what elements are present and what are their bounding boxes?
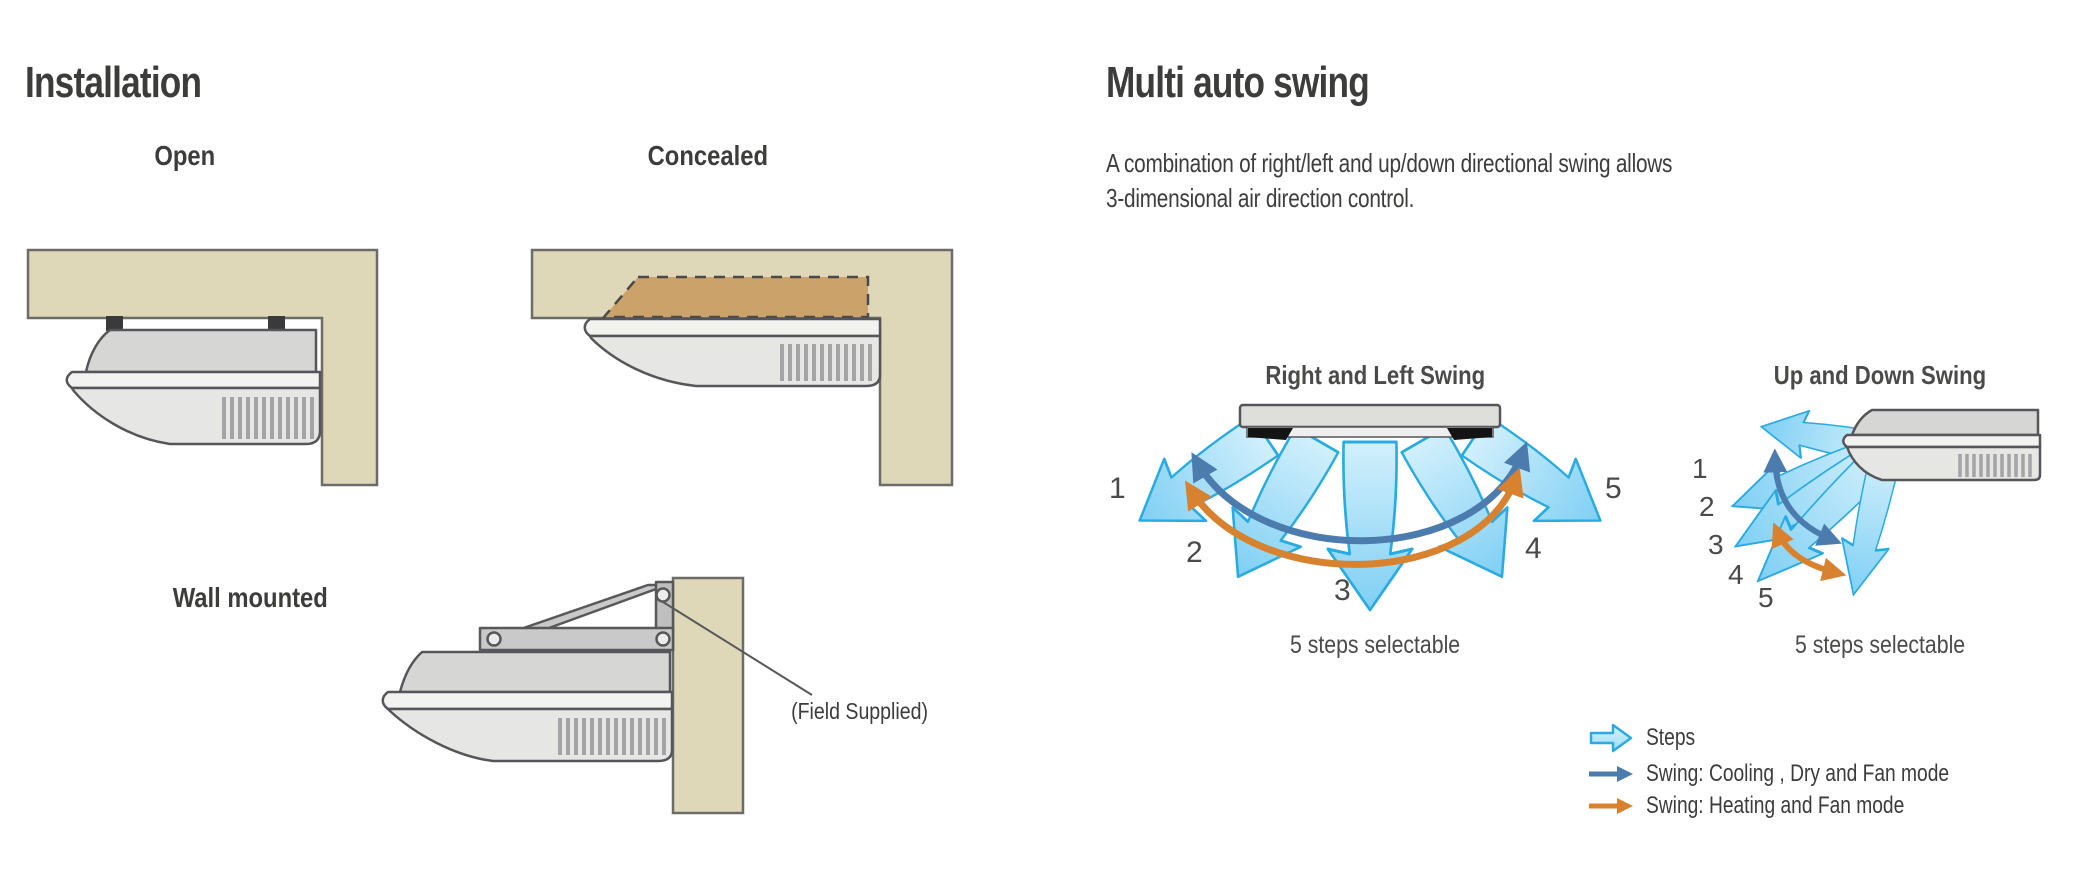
right-left-swing-heading: Right and Left Swing <box>1265 360 1485 390</box>
step-number: 4 <box>1728 559 1744 590</box>
step-number: 3 <box>1708 529 1724 560</box>
wall-mounted-diagram-label: Wall mounted <box>172 582 328 613</box>
cooling-swing-arrow-icon <box>1589 766 1633 782</box>
installation-section-title: Installation <box>25 58 245 108</box>
concealed-installation-diagram <box>530 248 954 487</box>
concealed-diagram-label: Concealed <box>647 140 769 171</box>
step-number: 3 <box>1334 574 1351 607</box>
heating-swing-arc <box>1184 467 1524 568</box>
mount-bracket <box>106 316 123 331</box>
ac-unit-side-view <box>1842 408 2042 482</box>
up-down-swing-heading: Up and Down Swing <box>1773 360 1987 390</box>
up-down-swing-diagram <box>1720 401 2042 602</box>
air-outlet-grille <box>222 397 314 439</box>
air-outlet-grille <box>558 718 666 755</box>
up-down-swing-block: Up and Down Swing 1 2 3 4 5 5 steps sele… <box>1680 360 2080 665</box>
right-left-swing-block: Right and Left Swing 1 2 3 4 5 5 steps s… <box>1095 360 1655 665</box>
description-line-1: A combination of right/left and up/down … <box>1106 148 1673 178</box>
ac-unit-wall <box>381 650 674 763</box>
ac-unit-open <box>65 328 322 446</box>
open-installation-diagram <box>26 248 379 487</box>
step-number: 2 <box>1186 536 1203 569</box>
step-number: 1 <box>1692 453 1708 484</box>
wall-mounted-installation-diagram <box>381 576 813 815</box>
ac-unit-front-view <box>1238 403 1502 440</box>
wall-column <box>671 576 745 815</box>
right-left-swing-caption: 5 steps selectable <box>1289 631 1461 659</box>
legend-row-heating: Swing: Heating and Fan mode <box>1588 790 1969 822</box>
legend-label: Swing: Heating and Fan mode <box>1646 792 1905 819</box>
field-supplied-leader-line <box>662 601 813 696</box>
heating-swing-arc <box>1771 522 1847 582</box>
mounting-bracket <box>478 580 675 652</box>
mount-bracket <box>268 316 285 331</box>
step-number: 4 <box>1525 532 1542 565</box>
multi-auto-swing-title: Multi auto swing <box>1106 58 1370 107</box>
step-number: 5 <box>1605 472 1622 505</box>
right-left-swing-diagram <box>1117 403 1623 612</box>
field-supplied-note: (Field Supplied) <box>791 698 929 724</box>
multi-auto-swing-description: A combination of right/left and up/down … <box>1106 146 1814 216</box>
legend-row-steps: Steps <box>1588 722 1707 754</box>
air-outlet-grille <box>1958 454 2032 477</box>
legend-label: Swing: Cooling , Dry and Fan mode <box>1646 760 1950 787</box>
description-line-2: 3-dimensional air direction control. <box>1106 183 1415 213</box>
concealed-unit-outline <box>601 275 870 319</box>
open-diagram-label: Open <box>154 140 216 171</box>
legend-row-cooling: Swing: Cooling , Dry and Fan mode <box>1588 758 2025 790</box>
air-outlet-grille <box>780 344 872 381</box>
step-number: 2 <box>1699 491 1715 522</box>
swing-legend: Steps Swing: Cooling , Dry and Fan mode … <box>1588 722 2083 832</box>
ac-unit-concealed <box>583 317 882 388</box>
ceiling-and-wall-shape <box>26 248 379 487</box>
step-number: 1 <box>1109 472 1126 505</box>
heating-swing-arrow-icon <box>1589 798 1633 814</box>
step-number: 5 <box>1758 582 1774 613</box>
installation-title-text: Installation <box>25 58 202 107</box>
steps-arrow-icon <box>1589 723 1633 753</box>
up-down-swing-caption: 5 steps selectable <box>1794 631 1966 659</box>
legend-label: Steps <box>1646 724 1696 751</box>
